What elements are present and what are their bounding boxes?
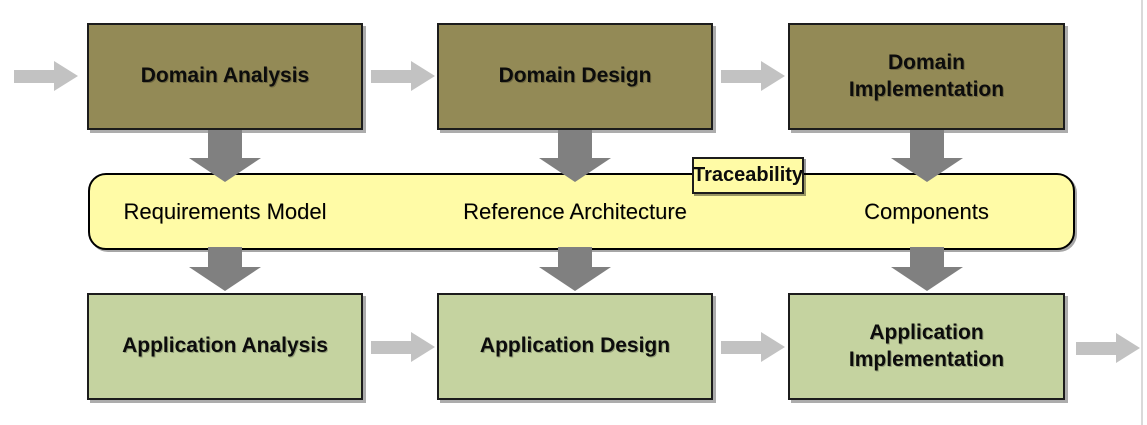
right-arrow-icon xyxy=(721,332,785,362)
down-arrow-head xyxy=(189,267,261,291)
down-arrow-icon xyxy=(189,247,261,291)
down-arrow-shaft xyxy=(910,130,944,158)
domain-design-box: Domain Design xyxy=(437,23,713,130)
down-arrow-head xyxy=(189,158,261,182)
right-arrow-shaft xyxy=(14,69,54,83)
right-arrow-icon xyxy=(371,332,435,362)
down-arrow-icon xyxy=(539,247,611,291)
down-arrow-shaft xyxy=(208,247,242,267)
domain-implementation-label: Domain Implementation xyxy=(848,51,1005,101)
right-arrow-head xyxy=(411,61,435,91)
right-arrow-head xyxy=(761,332,785,362)
application-design-label: Application Design xyxy=(479,334,671,358)
right-arrow-head xyxy=(1116,333,1140,363)
right-arrow-shaft xyxy=(371,69,411,83)
domain-implementation-box: Domain Implementation xyxy=(788,23,1065,130)
domain-analysis-label: Domain Analysis xyxy=(140,64,310,88)
right-arrow-shaft xyxy=(1076,341,1116,355)
traceability-label: Traceability xyxy=(692,164,804,186)
page-edge-line xyxy=(1141,0,1143,425)
down-arrow-shaft xyxy=(910,247,944,267)
traceability-tag: Traceability xyxy=(692,157,804,194)
domain-design-label: Domain Design xyxy=(498,64,652,88)
down-arrow-head xyxy=(539,267,611,291)
down-arrow-shaft xyxy=(208,130,242,158)
right-arrow-shaft xyxy=(371,340,411,354)
reference-architecture-label: Reference Architecture xyxy=(463,199,687,224)
application-design-box: Application Design xyxy=(437,293,713,400)
down-arrow-head xyxy=(891,267,963,291)
down-arrow-head xyxy=(539,158,611,182)
domain-analysis-box: Domain Analysis xyxy=(87,23,363,130)
right-arrow-head xyxy=(761,61,785,91)
right-arrow-shaft xyxy=(721,69,761,83)
application-implementation-label: Application Implementation xyxy=(848,321,1005,371)
right-arrow-icon xyxy=(721,61,785,91)
down-arrow-icon xyxy=(539,130,611,182)
right-arrow-shaft xyxy=(721,340,761,354)
application-analysis-box: Application Analysis xyxy=(87,293,363,400)
down-arrow-shaft xyxy=(558,130,592,158)
down-arrow-icon xyxy=(891,247,963,291)
application-analysis-label: Application Analysis xyxy=(122,334,328,358)
down-arrow-head xyxy=(891,158,963,182)
right-arrow-icon xyxy=(371,61,435,91)
right-arrow-icon xyxy=(1076,333,1140,363)
requirements-model-label: Requirements Model xyxy=(123,199,327,224)
application-implementation-box: Application Implementation xyxy=(788,293,1065,400)
down-arrow-icon xyxy=(891,130,963,182)
right-arrow-head xyxy=(54,61,78,91)
right-arrow-icon xyxy=(14,61,78,91)
down-arrow-icon xyxy=(189,130,261,182)
down-arrow-shaft xyxy=(558,247,592,267)
components-label: Components xyxy=(864,199,989,224)
right-arrow-head xyxy=(411,332,435,362)
